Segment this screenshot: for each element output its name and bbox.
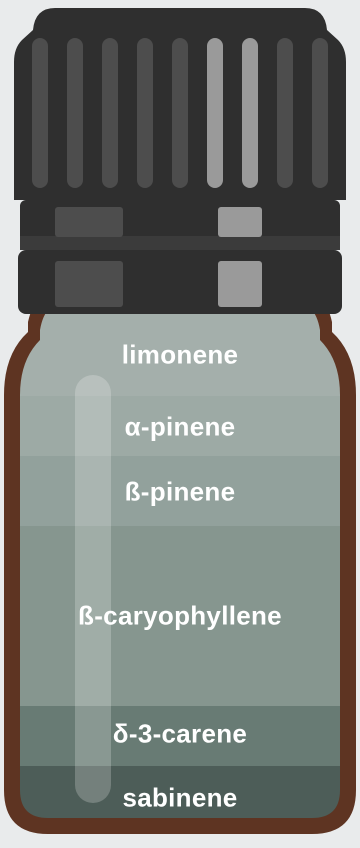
cap-rib (312, 38, 328, 188)
cap-upper-band (20, 236, 340, 250)
cap-lower-notch-left (55, 261, 123, 307)
layer-label-alpha-pinene: α-pinene (124, 411, 236, 442)
cap-rib (137, 38, 153, 188)
liquid-layers (20, 300, 340, 818)
liquid-layer-band (20, 526, 340, 707)
liquid-layer-band (20, 300, 340, 397)
cap-rib (102, 38, 118, 188)
liquid-layer-band (20, 766, 340, 818)
cap-rib (277, 38, 293, 188)
cap-rib (207, 38, 223, 188)
cap-upper-notch-right (218, 207, 262, 237)
cap-rib (32, 38, 48, 188)
liquid-layer-band (20, 706, 340, 767)
cap-rib (242, 38, 258, 188)
glass-highlight (75, 375, 111, 803)
layer-label-beta-pinene: ß-pinene (124, 476, 236, 507)
liquid-layer-band (20, 456, 340, 527)
cap-lower-notch-right (218, 261, 262, 307)
liquid-layer-band (20, 396, 340, 457)
layer-label-beta-caryophyllene: ß-caryophyllene (78, 600, 282, 631)
cap-rib (67, 38, 83, 188)
layer-label-delta-3-carene: δ-3-carene (112, 718, 248, 749)
cap-upper-notch-left (55, 207, 123, 237)
cap-rib (172, 38, 188, 188)
layer-label-limonene: limonene (121, 339, 239, 370)
cap-ribs (32, 38, 328, 188)
layer-label-sabinene: sabinene (122, 782, 238, 813)
